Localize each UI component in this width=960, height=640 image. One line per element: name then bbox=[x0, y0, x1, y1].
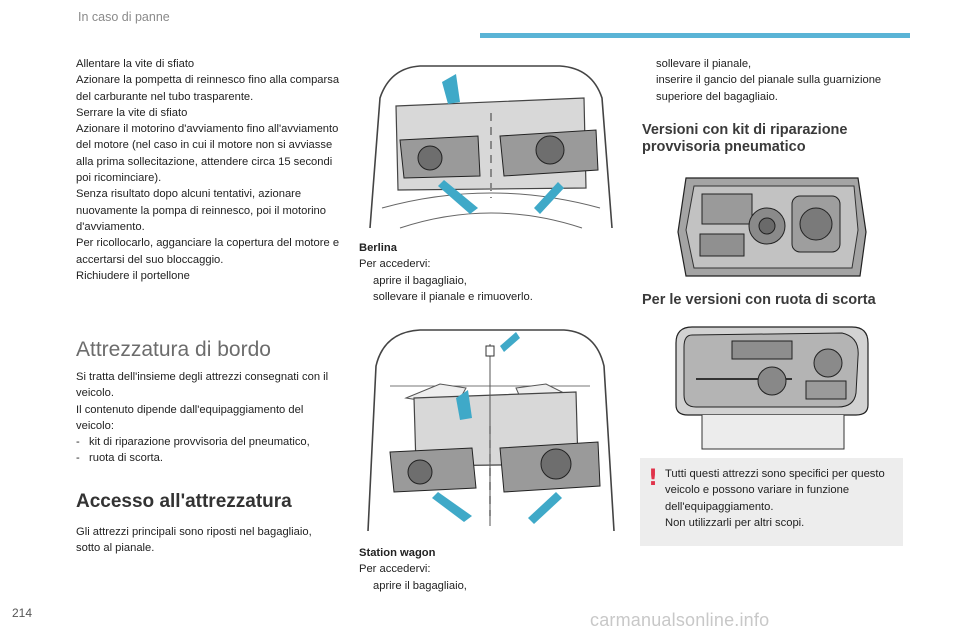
intro-paragraph: Si tratta dell'insieme degli attrezzi co… bbox=[76, 371, 329, 400]
onboard-tools-intro: Si tratta dell'insieme degli attrezzi co… bbox=[76, 369, 344, 467]
procedure-step: Per ricollocarlo, agganciare la copertur… bbox=[76, 237, 340, 266]
intro-paragraph: Il contenuto dipende dall'equipaggiament… bbox=[76, 403, 304, 432]
procedure-step: sollevare il pianale, bbox=[656, 58, 752, 70]
equipment-list: -kit di riparazione provvisoria del pneu… bbox=[76, 434, 344, 467]
procedure-step: Senza risultato dopo alcuni tentativi, a… bbox=[76, 188, 326, 233]
trunk-wagon-illustration bbox=[360, 326, 622, 536]
procedure-step: sollevare il pianale e rimuoverlo. bbox=[373, 290, 533, 303]
procedure-steps: sollevare il pianale, inserire il gancio… bbox=[642, 56, 904, 105]
caption-intro: Per accedervi: bbox=[359, 258, 431, 271]
procedure-step: Azionare il motorino d'avviamento fino a… bbox=[76, 123, 339, 185]
wagon-caption: Station wagon Per accedervi: aprire il b… bbox=[359, 545, 619, 594]
caption-steps: aprire il bagagliaio, sollevare il piana… bbox=[359, 273, 619, 306]
section-title-repair-kit: Versioni con kit di riparazione provviso… bbox=[642, 122, 848, 155]
continued-steps: sollevare il pianale, inserire il gancio… bbox=[642, 56, 904, 105]
warning-icon: ! bbox=[648, 466, 659, 491]
repair-kit-illustration bbox=[672, 172, 872, 280]
procedure-step: Richiudere il portellone bbox=[76, 269, 190, 282]
list-item: -kit di riparazione provvisoria del pneu… bbox=[76, 436, 310, 449]
section-title-access: Accesso all'attrezzatura bbox=[76, 491, 292, 512]
procedure-step: Allentare la vite di sfiato bbox=[76, 58, 195, 70]
trunk-sedan-illustration bbox=[360, 58, 622, 236]
procedure-steps: Allentare la vite di sfiato Azionare la … bbox=[62, 56, 344, 284]
warning-notice: ! Tutti questi attrezzi sono specifici p… bbox=[640, 458, 903, 546]
procedure-step: Serrare la vite di sfiato bbox=[76, 106, 188, 119]
access-paragraph: Gli attrezzi principali sono riposti nel… bbox=[76, 526, 312, 555]
procedure-step: Azionare la pompetta di reinnesco fino a… bbox=[76, 74, 340, 103]
instructions-column: Allentare la vite di sfiato Azionare la … bbox=[62, 56, 344, 284]
warning-text: Tutti questi attrezzi sono specifici per… bbox=[665, 468, 885, 529]
list-item: -ruota di scorta. bbox=[76, 452, 163, 465]
caption-intro: Per accedervi: bbox=[359, 563, 431, 576]
spare-wheel-illustration bbox=[672, 323, 872, 453]
page-number: 214 bbox=[12, 606, 33, 620]
caption-steps: aprire il bagagliaio, bbox=[359, 578, 619, 594]
header-accent-bar bbox=[480, 33, 910, 38]
section-title-onboard-tools: Attrezzatura di bordo bbox=[76, 338, 271, 361]
section-title-spare-wheel: Per le versioni con ruota di scorta bbox=[642, 292, 876, 308]
caption-title: Station wagon bbox=[359, 547, 436, 559]
caption-title: Berlina bbox=[359, 242, 397, 254]
watermark: carmanualsonline.info bbox=[590, 610, 770, 630]
chapter-title: In caso di panne bbox=[78, 10, 170, 24]
procedure-step: inserire il gancio del pianale sulla gua… bbox=[656, 74, 882, 103]
sedan-caption: Berlina Per accedervi: aprire il bagagli… bbox=[359, 240, 619, 305]
procedure-step: aprire il bagagliaio, bbox=[373, 579, 467, 592]
procedure-step: aprire il bagagliaio, bbox=[373, 274, 467, 287]
